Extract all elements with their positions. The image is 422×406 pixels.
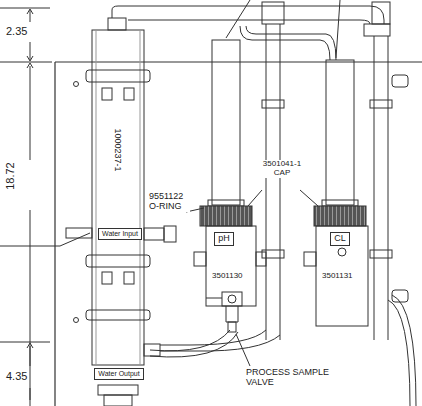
part-number: 1000237-1 <box>113 127 123 172</box>
node-text: Water Output <box>98 370 140 378</box>
node-text: Water Input <box>102 230 138 238</box>
part-callout: 9551122 O-RING <box>148 192 190 212</box>
part-number: 3501131 <box>322 272 353 281</box>
dimension-label: 18.72 <box>4 162 16 190</box>
inlet-label-box: Water Input <box>98 228 142 240</box>
dimension-label: 4.35 <box>6 370 27 382</box>
part-callout: 3501041-1 CAP <box>258 160 306 178</box>
node-text: CL <box>334 234 346 244</box>
outlet-label-box: Water Output <box>94 368 144 380</box>
sensor-tag-box: pH <box>214 232 234 246</box>
part-callout: PROCESS SAMPLE VALVE <box>246 368 342 388</box>
dimension-label: 2.35 <box>6 25 27 37</box>
node-text: pH <box>218 234 230 244</box>
part-number: 3501130 <box>212 272 243 281</box>
sensor-tag-box: CL <box>330 232 350 246</box>
